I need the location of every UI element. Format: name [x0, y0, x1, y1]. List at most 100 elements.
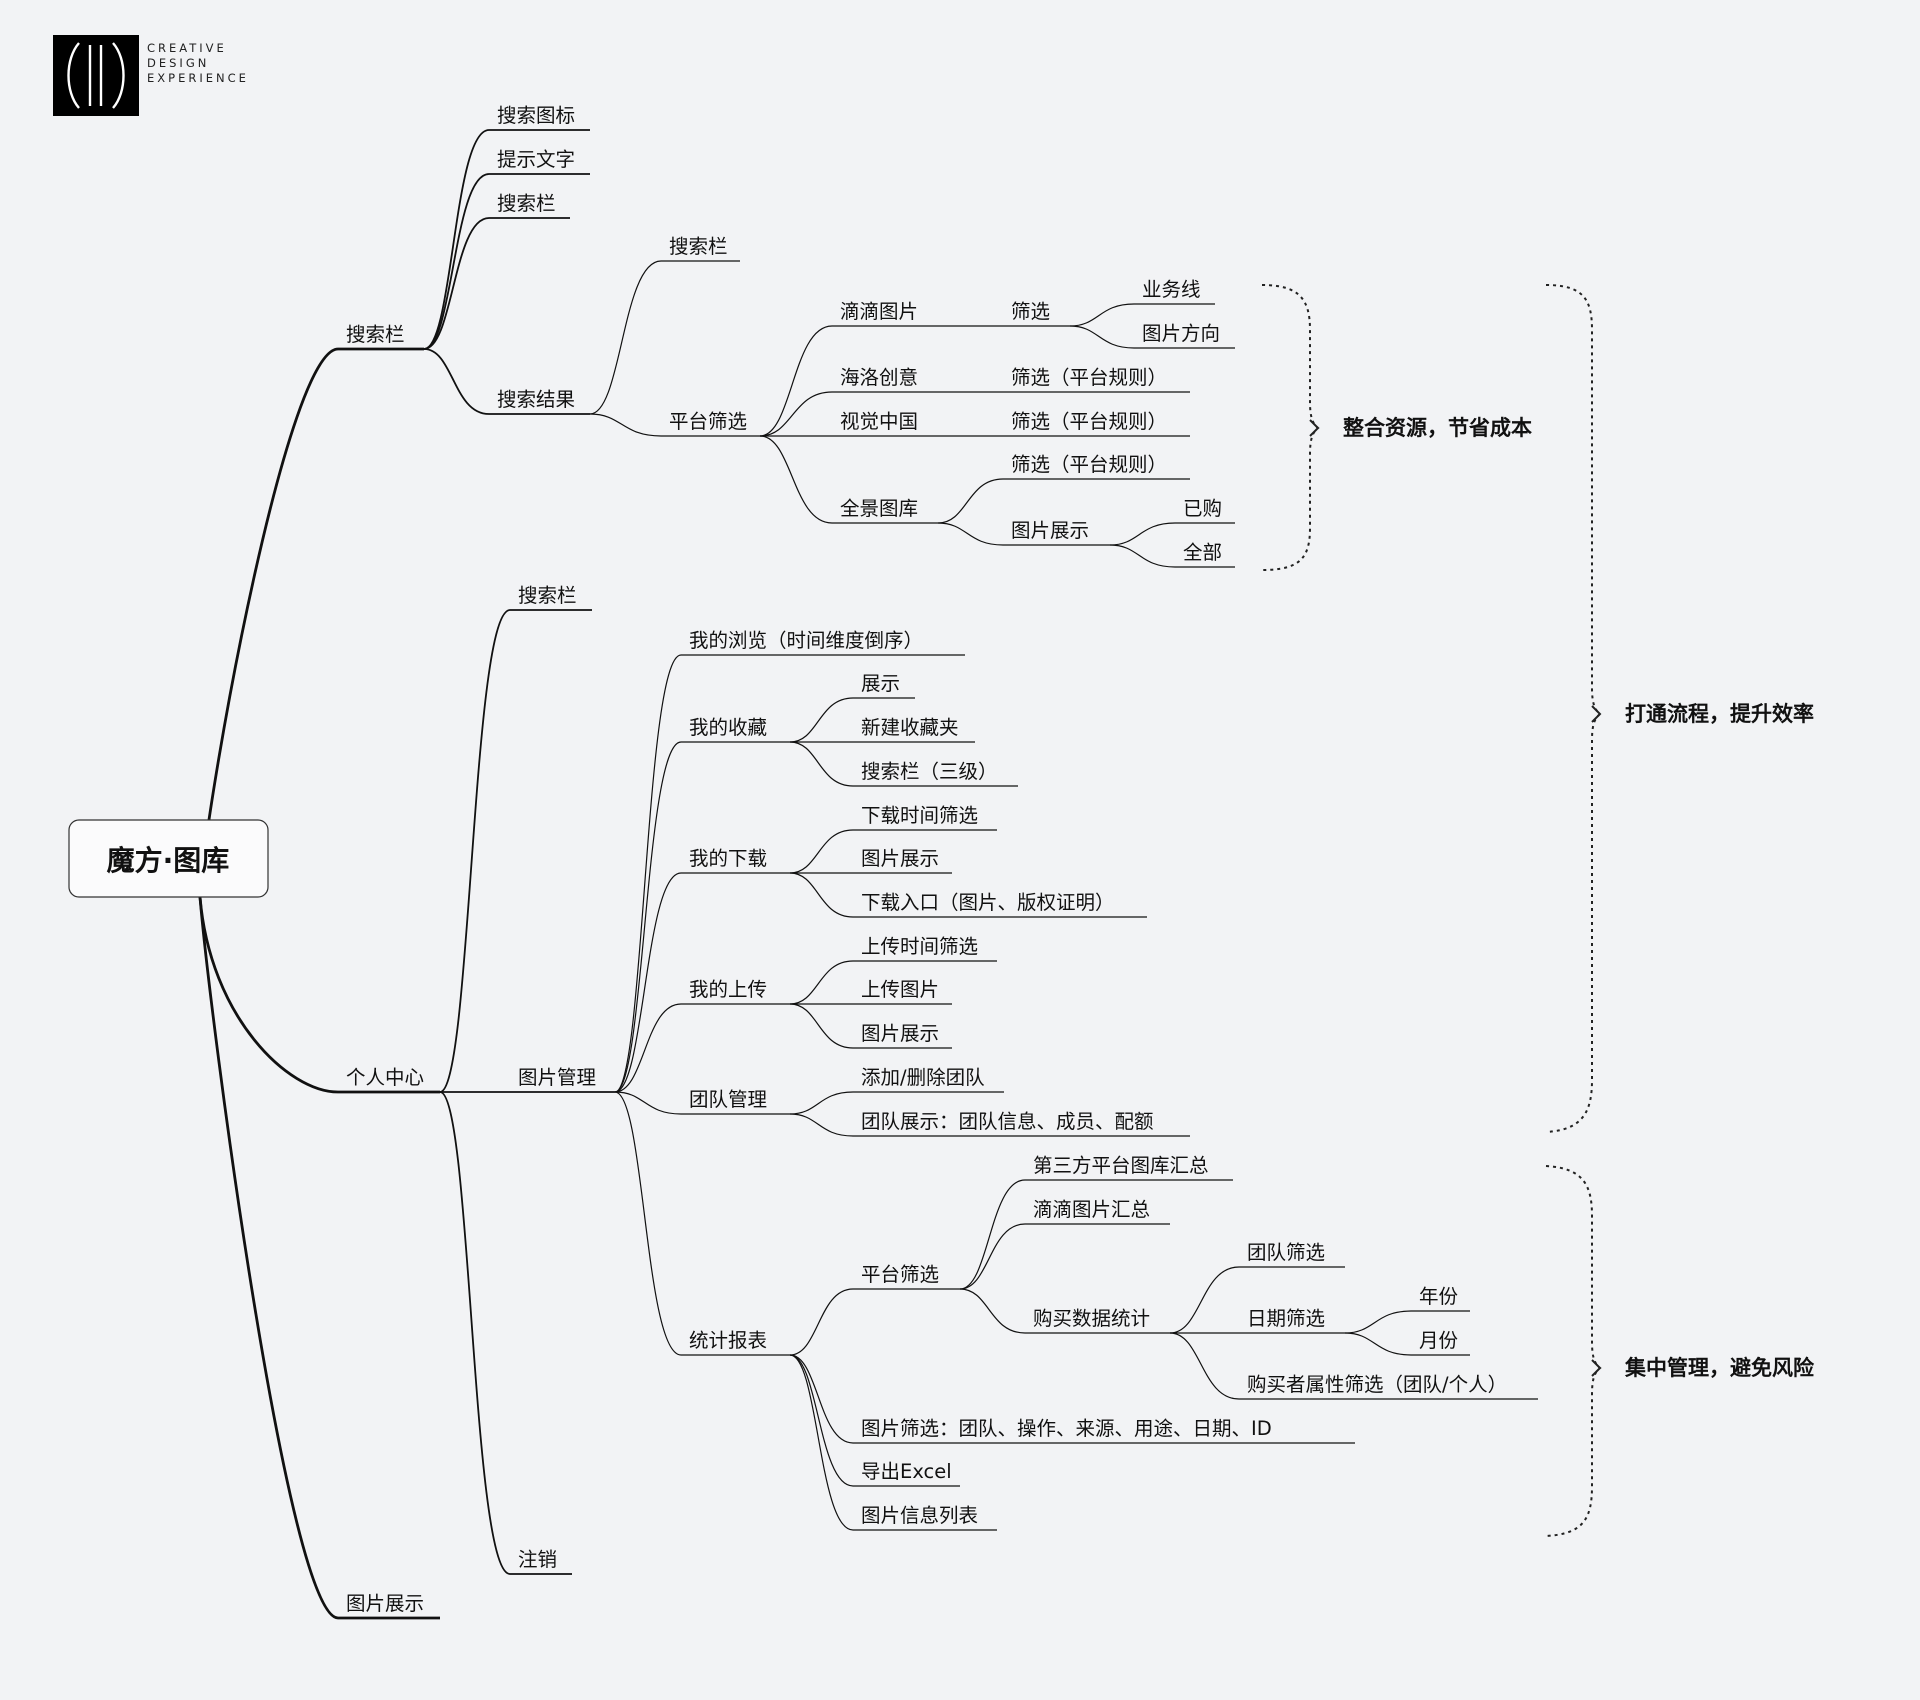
- edge-t1: [1169, 1266, 1240, 1334]
- edge-pc1: [439, 609, 511, 1093]
- node-label-pm3c[interactable]: 下载入口（图片、版权证明）: [861, 891, 1115, 914]
- edge-pm3: [614, 872, 682, 1093]
- node-label-pm6b[interactable]: 图片筛选：团队、操作、来源、用途、日期、ID: [861, 1417, 1272, 1440]
- node-label-ddf[interactable]: 筛选: [1011, 300, 1050, 323]
- logo-line-2: DESIGN: [147, 56, 210, 70]
- edge-qj: [759, 435, 833, 524]
- edge-t2b: [1344, 1332, 1412, 1356]
- node-label-ps[interactable]: 图片展示: [346, 1592, 424, 1615]
- node-label-pm2c[interactable]: 搜索栏（三级）: [861, 760, 998, 783]
- node-label-pm2a[interactable]: 展示: [861, 672, 900, 695]
- node-label-t1[interactable]: 团队筛选: [1247, 1241, 1325, 1264]
- summary-brace-1: [1261, 284, 1320, 571]
- node-label-dd[interactable]: 滴滴图片: [840, 300, 918, 323]
- edge-pc: [198, 896, 339, 1094]
- node-label-pm1[interactable]: 我的浏览（时间维度倒序）: [689, 629, 923, 652]
- edge-ddf2: [1069, 325, 1135, 349]
- node-label-pm6a3[interactable]: 购买数据统计: [1033, 1307, 1150, 1330]
- node-label-pm6a1[interactable]: 第三方平台图库汇总: [1033, 1154, 1209, 1177]
- node-label-pm3[interactable]: 我的下载: [689, 847, 767, 870]
- edge-pm2: [614, 741, 682, 1093]
- node-label-s1d[interactable]: 搜索结果: [497, 388, 575, 411]
- edge-t2a: [1344, 1310, 1412, 1334]
- node-label-s1a[interactable]: 搜索图标: [497, 104, 575, 127]
- edge-s1b: [423, 173, 490, 350]
- node-label-hl[interactable]: 海洛创意: [840, 366, 918, 389]
- node-label-ddf1[interactable]: 业务线: [1142, 278, 1201, 301]
- node-label-s1d2[interactable]: 平台筛选: [669, 410, 747, 433]
- edge-s1a: [423, 129, 490, 350]
- root-label: 魔方·图库: [107, 844, 230, 877]
- node-label-pm2[interactable]: 我的收藏: [689, 716, 767, 739]
- node-label-hlf[interactable]: 筛选（平台规则）: [1011, 366, 1167, 389]
- edge-pm6a1: [959, 1179, 1026, 1290]
- node-label-pm[interactable]: 图片管理: [518, 1066, 596, 1089]
- node-label-t2b[interactable]: 月份: [1419, 1329, 1458, 1352]
- edge-pm6b: [789, 1354, 854, 1444]
- node-label-pm4b[interactable]: 上传图片: [861, 978, 939, 1001]
- node-label-pm5b[interactable]: 团队展示：团队信息、成员、配额: [861, 1110, 1154, 1133]
- node-label-pc1[interactable]: 搜索栏: [518, 584, 577, 607]
- node-label-pm2b[interactable]: 新建收藏夹: [861, 716, 959, 739]
- node-label-qjs1[interactable]: 已购: [1183, 497, 1222, 520]
- node-label-t2a[interactable]: 年份: [1419, 1285, 1458, 1308]
- node-label-sj[interactable]: 视觉中国: [840, 410, 918, 433]
- edge-s1c: [423, 217, 490, 350]
- node-label-s1b[interactable]: 提示文字: [497, 148, 575, 171]
- node-label-pm6c[interactable]: 导出Excel: [861, 1460, 952, 1483]
- node-label-qjf[interactable]: 筛选（平台规则）: [1011, 453, 1167, 476]
- edge-qjf: [937, 478, 1004, 524]
- summary-brace-2: [1545, 284, 1602, 1133]
- edge-qjs: [937, 522, 1004, 546]
- node-label-qjs[interactable]: 图片展示: [1011, 519, 1089, 542]
- edge-s1: [198, 347, 339, 893]
- edge-pc3: [439, 1091, 511, 1575]
- edge-dd: [759, 325, 833, 437]
- node-label-pm3b[interactable]: 图片展示: [861, 847, 939, 870]
- node-label-pm6[interactable]: 统计报表: [689, 1329, 767, 1352]
- edge-pm6c: [789, 1354, 854, 1487]
- node-label-pm4a[interactable]: 上传时间筛选: [861, 935, 978, 958]
- node-label-pm6a2[interactable]: 滴滴图片汇总: [1033, 1198, 1150, 1221]
- node-label-qjs2[interactable]: 全部: [1183, 541, 1222, 564]
- node-label-pm5a[interactable]: 添加/删除团队: [861, 1066, 985, 1089]
- node-label-pm4c[interactable]: 图片展示: [861, 1022, 939, 1045]
- edge-pm4: [614, 1003, 682, 1093]
- node-label-pm5[interactable]: 团队管理: [689, 1088, 767, 1111]
- node-label-s1[interactable]: 搜索栏: [346, 323, 405, 346]
- edge-hl: [759, 391, 833, 437]
- node-label-pm4[interactable]: 我的上传: [689, 978, 767, 1001]
- edge-qjs1: [1109, 522, 1176, 546]
- edge-pm2c: [789, 741, 854, 787]
- edge-s1d2: [589, 413, 662, 437]
- node-label-pm3a[interactable]: 下载时间筛选: [861, 804, 978, 827]
- mind-map-edges: [198, 129, 1538, 1620]
- node-label-pm6d[interactable]: 图片信息列表: [861, 1504, 978, 1527]
- edge-pm5: [614, 1091, 682, 1115]
- node-label-s1d1[interactable]: 搜索栏: [669, 235, 728, 258]
- edge-pm5b: [789, 1113, 854, 1137]
- summary-arrow-2: [1591, 705, 1602, 723]
- node-label-sjf[interactable]: 筛选（平台规则）: [1011, 410, 1167, 433]
- edge-ps: [198, 896, 339, 1620]
- node-label-ddf2[interactable]: 图片方向: [1142, 322, 1220, 345]
- node-label-pc3[interactable]: 注销: [518, 1548, 557, 1571]
- node-label-t3[interactable]: 购买者属性筛选（团队/个人）: [1247, 1373, 1507, 1396]
- summary-label-2: 打通流程，提升效率: [1625, 702, 1814, 726]
- edge-pm3a: [789, 829, 854, 874]
- summary-brace-3: [1545, 1165, 1602, 1537]
- node-label-qj[interactable]: 全景图库: [840, 497, 918, 520]
- edge-s1d1: [589, 260, 662, 415]
- root-box: [68, 819, 269, 898]
- edge-pm4c: [789, 1003, 854, 1049]
- edge-pm4a: [789, 960, 854, 1005]
- node-label-pc[interactable]: 个人中心: [346, 1066, 424, 1089]
- edge-t3: [1169, 1332, 1240, 1400]
- summary-label-3: 集中管理，避免风险: [1624, 1356, 1815, 1380]
- node-label-t2[interactable]: 日期筛选: [1247, 1307, 1325, 1330]
- edge-pm6: [614, 1091, 682, 1356]
- node-label-s1c[interactable]: 搜索栏: [497, 192, 556, 215]
- edge-pm6a2: [959, 1223, 1026, 1290]
- node-label-pm6a[interactable]: 平台筛选: [861, 1263, 939, 1286]
